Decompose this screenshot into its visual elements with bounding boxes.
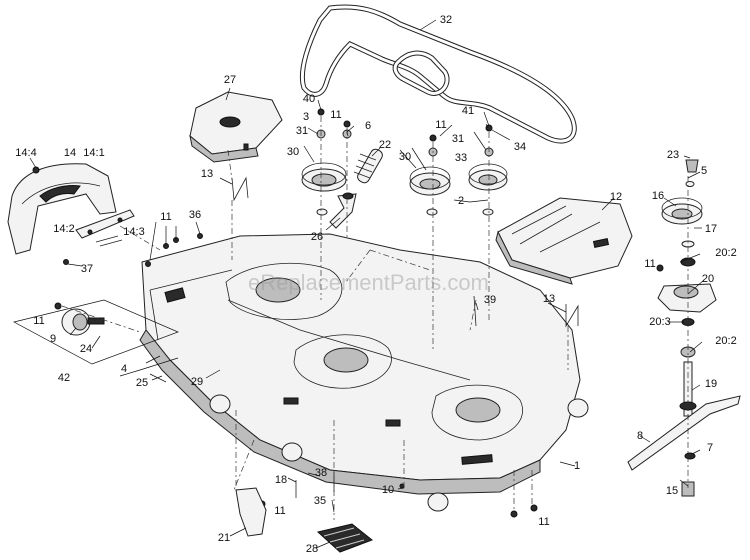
callout-18: 18 <box>274 474 288 486</box>
callout-3: 3 <box>302 111 310 123</box>
chute-deflector <box>235 487 267 537</box>
callout-27: 27 <box>223 74 237 86</box>
callout-23: 23 <box>666 149 680 161</box>
callout-30-b: 30 <box>398 151 412 163</box>
callout-20-2-b: 20:2 <box>715 335 737 347</box>
callout-38: 38 <box>314 467 328 479</box>
callout-11-g: 11 <box>274 505 286 517</box>
callout-26: 26 <box>310 231 324 243</box>
callout-13-a: 13 <box>200 168 214 180</box>
callout-8: 8 <box>636 430 644 442</box>
callout-17: 17 <box>704 223 718 235</box>
callout-4: 4 <box>120 363 128 375</box>
callout-11-f: 11 <box>538 516 550 528</box>
callout-14-1: 14:1 <box>83 147 105 159</box>
callout-11-a: 11 <box>330 109 342 121</box>
callout-33: 33 <box>454 152 468 164</box>
right-belt-cover <box>495 197 633 285</box>
callout-16: 16 <box>651 190 665 202</box>
callout-14-4: 14:4 <box>15 147 37 159</box>
callout-19: 19 <box>704 378 718 390</box>
deck-rods <box>231 176 579 498</box>
drive-belt <box>299 4 577 144</box>
callout-15: 15 <box>665 485 679 497</box>
callout-31-b: 31 <box>451 133 465 145</box>
callout-14: 14 <box>63 147 77 159</box>
callout-40: 40 <box>302 93 316 105</box>
callout-10: 10 <box>381 484 395 496</box>
left-belt-cover <box>189 91 283 163</box>
callout-24: 24 <box>79 343 93 355</box>
callout-20-3: 20:3 <box>649 316 671 328</box>
callout-7: 7 <box>706 442 714 454</box>
callout-14-3: 14:3 <box>123 226 145 238</box>
callout-20-2-a: 20:2 <box>715 247 737 259</box>
callout-25: 25 <box>135 377 149 389</box>
callout-12: 12 <box>609 191 623 203</box>
spindle-assembly <box>627 159 741 497</box>
callout-9: 9 <box>49 333 57 345</box>
callout-29: 29 <box>190 376 204 388</box>
leader-lines <box>29 19 705 549</box>
callout-13-b: 13 <box>542 293 556 305</box>
roller-wheel <box>61 308 105 336</box>
front-guard <box>7 163 117 255</box>
deck-wheels <box>209 394 589 512</box>
callout-11-d: 11 <box>33 315 45 327</box>
callout-5: 5 <box>700 165 708 177</box>
deck-block <box>316 523 373 553</box>
callout-41: 41 <box>461 105 475 117</box>
idler-spring-arm <box>329 148 383 229</box>
callout-11-e: 11 <box>644 258 656 270</box>
callout-28: 28 <box>305 543 319 555</box>
callout-36: 36 <box>188 209 202 221</box>
callout-35: 35 <box>313 495 327 507</box>
idler-pulleys <box>301 162 508 216</box>
callout-22: 22 <box>378 139 392 151</box>
callout-34: 34 <box>513 141 527 153</box>
callout-39: 39 <box>483 294 497 306</box>
callout-1: 1 <box>573 460 581 472</box>
kit-bracket <box>13 299 179 365</box>
callout-31-a: 31 <box>295 125 309 137</box>
callout-21: 21 <box>217 532 231 544</box>
callout-37: 37 <box>80 263 94 275</box>
callout-14-2: 14:2 <box>53 223 75 235</box>
callout-2: 2 <box>457 195 465 207</box>
callout-32: 32 <box>439 14 453 26</box>
centerlines <box>61 116 689 520</box>
watermark-text: eReplacementParts.com <box>248 270 489 295</box>
callout-11-c: 11 <box>160 211 172 223</box>
callout-6: 6 <box>364 120 372 132</box>
callout-11-b: 11 <box>435 119 447 131</box>
callout-42: 42 <box>57 372 71 384</box>
callout-30-a: 30 <box>286 146 300 158</box>
guard-bracket <box>75 209 135 247</box>
callout-20: 20 <box>701 273 715 285</box>
